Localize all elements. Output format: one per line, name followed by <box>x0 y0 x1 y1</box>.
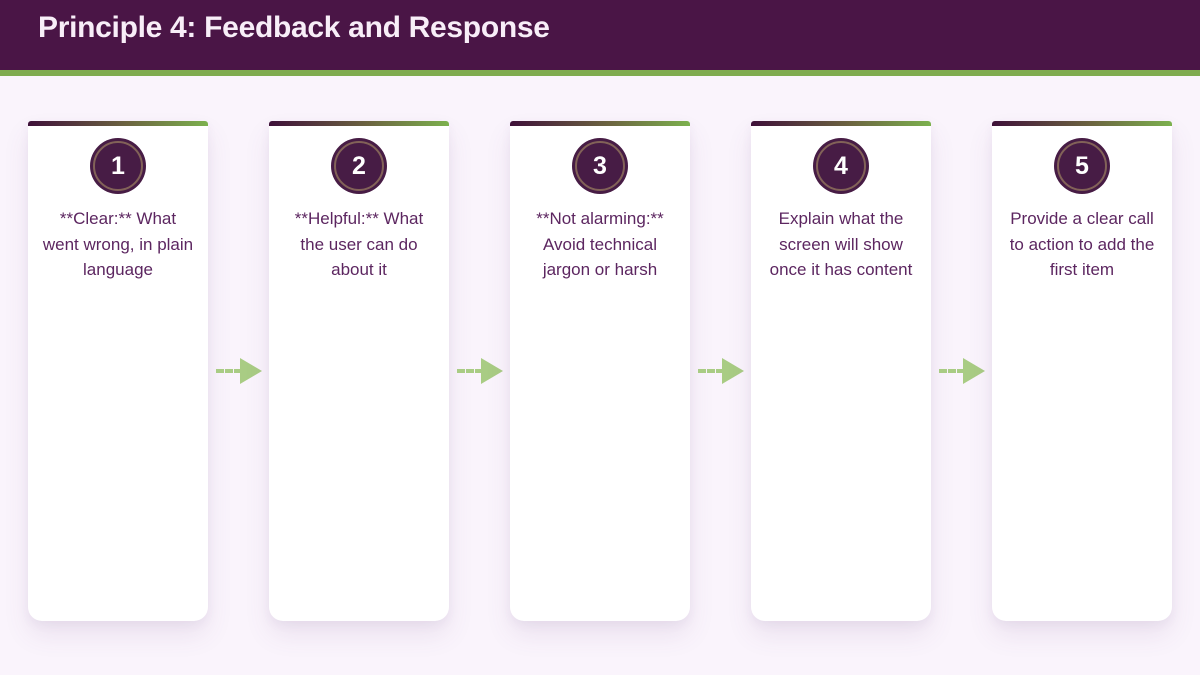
card-gradient-bar <box>510 121 690 126</box>
step-text: **Not alarming:** Avoid technical jargon… <box>536 209 664 279</box>
step-number: 2 <box>352 151 366 180</box>
step-text: Provide a clear call to action to add th… <box>1009 209 1155 279</box>
step-number: 5 <box>1075 151 1089 180</box>
step-number: 1 <box>111 151 125 180</box>
arrow-right-icon <box>215 358 262 384</box>
connector-4 <box>932 121 992 621</box>
step-card-2: 2 **Helpful:** What the user can do abou… <box>269 121 449 621</box>
step-number-badge: 3 <box>572 138 628 194</box>
arrow-dash <box>938 369 965 373</box>
arrow-head <box>239 358 262 384</box>
card-gradient-bar <box>992 121 1172 126</box>
arrow-head <box>480 358 503 384</box>
arrow-head <box>721 358 744 384</box>
page-title: Principle 4: Feedback and Response <box>38 11 550 44</box>
step-card-3: 3 **Not alarming:** Avoid technical jarg… <box>510 121 690 621</box>
card-gradient-bar <box>751 121 931 126</box>
step-card-4: 4 Explain what the screen will show once… <box>751 121 931 621</box>
arrow-dash <box>456 369 483 373</box>
step-card-5: 5 Provide a clear call to action to add … <box>992 121 1172 621</box>
arrow-head <box>962 358 985 384</box>
connector-1 <box>209 121 269 621</box>
connector-2 <box>450 121 510 621</box>
arrow-right-icon <box>697 358 744 384</box>
step-text: **Helpful:** What the user can do about … <box>294 209 424 279</box>
connector-3 <box>691 121 751 621</box>
card-gradient-bar <box>269 121 449 126</box>
arrow-right-icon <box>938 358 985 384</box>
step-number-badge: 4 <box>813 138 869 194</box>
step-card-1: 1 **Clear:** What went wrong, in plain l… <box>28 121 208 621</box>
steps-board: 1 **Clear:** What went wrong, in plain l… <box>0 76 1200 621</box>
arrow-right-icon <box>456 358 503 384</box>
step-number-badge: 1 <box>90 138 146 194</box>
arrow-dash <box>215 369 242 373</box>
arrow-dash <box>697 369 724 373</box>
step-number: 3 <box>593 151 607 180</box>
step-number-badge: 5 <box>1054 138 1110 194</box>
card-gradient-bar <box>28 121 208 126</box>
step-text: Explain what the screen will show once i… <box>769 209 913 279</box>
step-text: **Clear:** What went wrong, in plain lan… <box>42 209 194 279</box>
slide-header: Principle 4: Feedback and Response <box>0 0 1200 76</box>
step-number-badge: 2 <box>331 138 387 194</box>
step-number: 4 <box>834 151 848 180</box>
